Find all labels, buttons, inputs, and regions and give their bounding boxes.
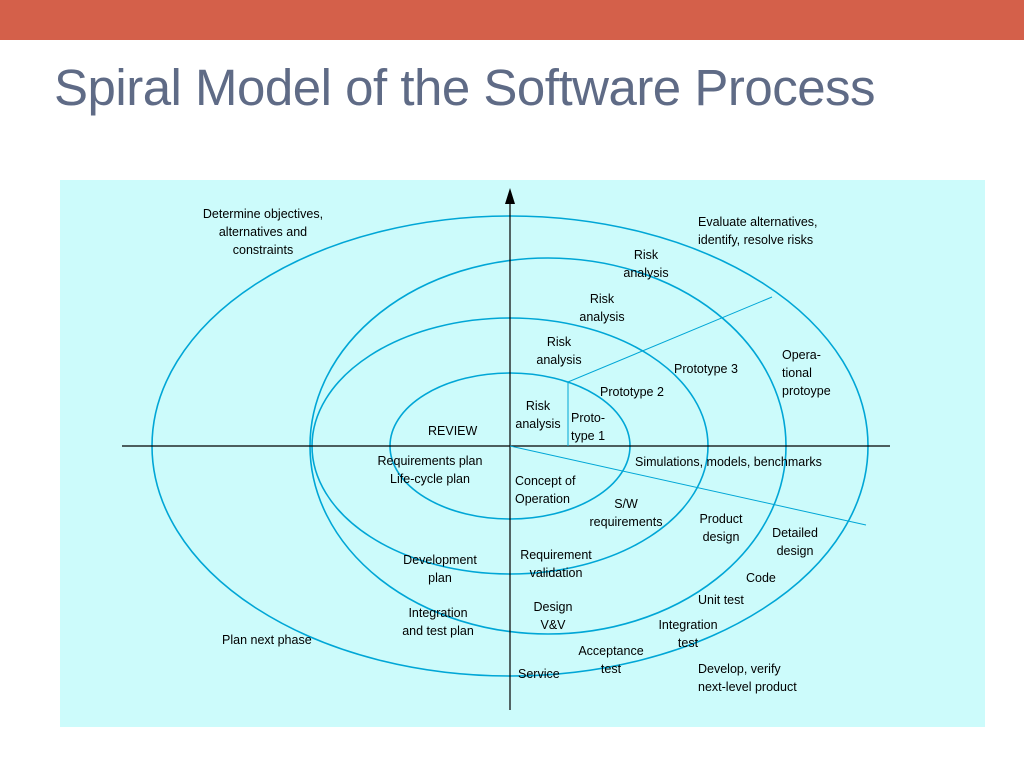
sw-requirements-label: S/W requirements [589, 497, 663, 529]
product-design-label: Product design [699, 512, 743, 544]
requirement-validation-label: Requirement validation [520, 548, 592, 580]
operational-prototype-label: Opera- tional protoype [782, 348, 831, 398]
diagram-panel [60, 180, 985, 727]
quadrant-label-plan-next: Plan next phase [222, 633, 312, 647]
unit-test-label: Unit test [698, 593, 744, 607]
review-label: REVIEW [428, 424, 478, 438]
integration-plan-label: Integration and test plan [402, 606, 474, 638]
quadrant-label-evaluate: Evaluate alternatives, identify, resolve… [698, 215, 818, 247]
axis-arrow-icon [505, 188, 515, 204]
design-vv-label: Design V&V [533, 600, 573, 632]
concept-of-operation-label: Concept of Operation [515, 474, 576, 506]
requirements-plan-label: Requirements plan Life-cycle plan [377, 454, 483, 486]
acceptance-test-label: Acceptance test [578, 644, 644, 676]
top-accent-bar [0, 0, 1024, 40]
prototype-1-label: Proto- type 1 [571, 411, 606, 443]
risk-analysis-label: Risk analysis [515, 399, 561, 431]
prototype-divider-ray [567, 296, 773, 383]
quadrant-label-objectives: Determine objectives, alternatives and c… [202, 207, 324, 257]
slide-title: Spiral Model of the Software Process [54, 59, 876, 116]
quadrant-label-develop: Develop, verify next-level product [698, 662, 797, 694]
risk-analysis-label: Risk analysis [623, 248, 669, 280]
service-label: Service [518, 667, 560, 681]
simulations-label: Simulations, models, benchmarks [635, 455, 822, 469]
code-label: Code [746, 571, 776, 585]
development-plan-label: Development plan [403, 553, 477, 585]
risk-analysis-label: Risk analysis [536, 335, 582, 367]
detailed-design-label: Detailed design [772, 526, 818, 558]
develop-divider-ray [509, 445, 867, 526]
integration-test-label: Integration test [658, 618, 718, 650]
prototype-2-label: Prototype 2 [600, 385, 664, 399]
risk-analysis-label: Risk analysis [579, 292, 625, 324]
prototype-3-label: Prototype 3 [674, 362, 738, 376]
